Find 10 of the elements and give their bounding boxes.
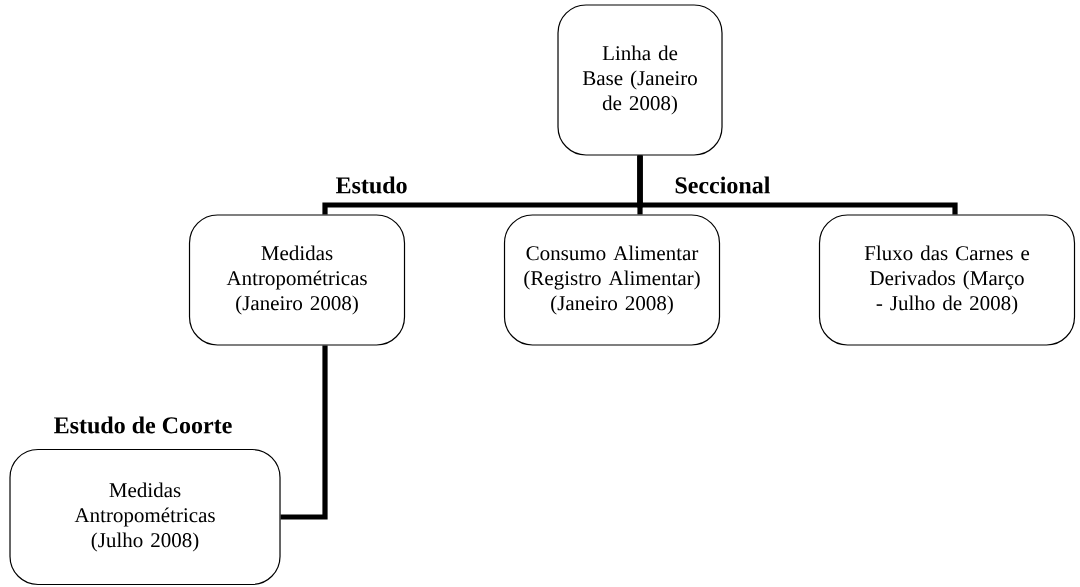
section-label: Estudo de Coorte — [54, 416, 232, 434]
connector-line — [280, 345, 328, 520]
process-box: Consumo Alimentar (Registro Alimentar) (Janeiro 2008) — [503, 214, 721, 346]
process-box: Medidas Antropométricas (Julho 2008) — [9, 448, 281, 586]
section-label: Seccional — [675, 176, 770, 194]
section-label: Estudo — [336, 176, 407, 194]
connector-line — [637, 155, 958, 215]
process-box: Medidas Antropométricas (Janeiro 2008) — [188, 214, 406, 346]
process-box: Fluxo das Carnes e Derivados (Março - Julho de 2008) — [818, 214, 1076, 346]
process-box: Linha de Base (Janeiro de 2008) — [557, 4, 723, 156]
